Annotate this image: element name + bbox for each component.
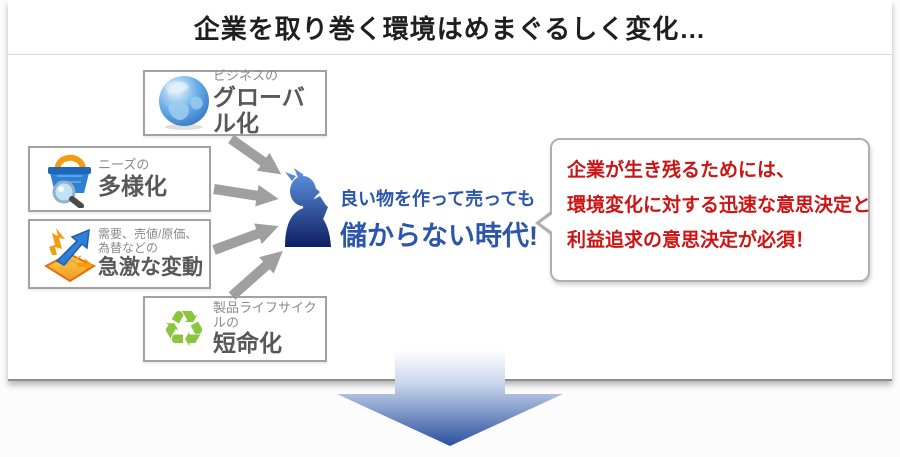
- factor-small-label: ニーズの: [98, 157, 150, 173]
- callout-bubble: 企業が生き残るためには、 環境変化に対する迅速な意思決定と 利益追求の意思決定が…: [535, 138, 872, 282]
- title-bar: 企業を取り巻く環境はめまぐるしく変化…: [8, 0, 892, 55]
- globe-icon: [155, 75, 213, 131]
- fluctuation-icon: [40, 225, 98, 283]
- factor-small-label: 需要、売値/原価、: [98, 227, 198, 242]
- factor-box-globalization: ビジネスの グローバル化: [143, 68, 327, 136]
- basket-icon: [40, 150, 98, 208]
- factor-small-label: ビジネスの: [213, 68, 279, 84]
- recycle-icon: ♻: [161, 300, 207, 358]
- center-message-line1: 良い物を作って売っても: [340, 189, 536, 209]
- callout-line3: 利益追求の意思決定が必須！: [567, 230, 815, 251]
- factor-big-label: 多様化: [98, 172, 167, 199]
- factor-small-label-2: 為替などの: [98, 240, 159, 255]
- center-message: 良い物を作って売っても 儲からない時代!: [340, 185, 538, 253]
- page-title: 企業を取り巻く環境はめまぐるしく変化…: [193, 13, 707, 44]
- factor-box-needs: ニーズの 多様化: [28, 146, 211, 212]
- factor-small-label: 製品ライフサイクルの: [213, 300, 317, 330]
- factor-big-label: グローバル化: [213, 84, 305, 136]
- callout-line1: 企業が生き残るためには、: [567, 160, 796, 181]
- factor-box-lifecycle: ♻ 製品ライフサイクルの 短命化: [143, 296, 327, 362]
- factor-big-label: 短命化: [213, 330, 282, 357]
- center-message-line2: 儲からない時代!: [340, 221, 538, 251]
- factor-big-label: 急激な変動: [98, 256, 203, 280]
- factor-box-fluctuation: 需要、売値/原価、 為替などの 急激な変動: [28, 219, 211, 289]
- callout-line2: 環境変化に対する迅速な意思決定と: [567, 195, 872, 216]
